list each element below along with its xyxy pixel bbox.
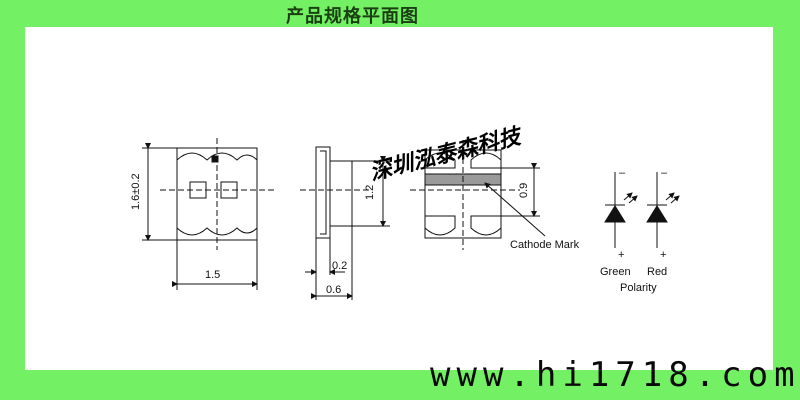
bottom-pad-tr	[470, 152, 502, 169]
green-plus-label: +	[618, 249, 624, 261]
red-diode-triangle	[646, 205, 668, 223]
green-minus-label: –	[619, 167, 626, 179]
bottom-view	[410, 140, 546, 250]
cathode-mark-label: Cathode Mark	[510, 239, 580, 251]
green-diode-triangle	[604, 205, 626, 223]
green-emit-arrow-2	[628, 195, 638, 204]
red-emit-arrow-2	[670, 195, 680, 204]
bottom-pad-tl	[424, 152, 456, 169]
polarity-diagram	[604, 172, 680, 248]
side-body	[329, 160, 353, 227]
front-bottom-pads	[176, 227, 258, 236]
red-plus-label: +	[660, 249, 666, 261]
side-lead-label: 0.2	[332, 260, 347, 272]
side-width-label: 0.6	[326, 284, 341, 296]
polarity-label: Polarity	[620, 282, 657, 294]
url-watermark: www.hi1718.com	[430, 355, 800, 395]
front-top-pads	[176, 152, 258, 161]
front-view	[142, 138, 274, 290]
front-width-label: 1.5	[205, 269, 220, 281]
bottom-height-label: 0.9	[518, 183, 530, 198]
front-height-label: 1.6±0.2	[130, 173, 142, 210]
cathode-leader-line	[484, 182, 546, 237]
red-label: Red	[647, 266, 667, 278]
side-height-label: 1.2	[364, 185, 376, 200]
page-title: 产品规格平面图	[286, 6, 419, 27]
red-emit-arrow-1	[665, 192, 675, 201]
bottom-pad-br	[470, 215, 502, 236]
side-view	[300, 146, 390, 300]
green-label: Green	[600, 266, 631, 278]
front-mark	[211, 155, 219, 163]
red-minus-label: –	[661, 167, 668, 179]
green-emit-arrow-1	[623, 192, 633, 201]
side-lead-inner	[320, 150, 327, 235]
side-lead-frame	[315, 146, 331, 239]
bottom-pad-bl	[424, 215, 456, 236]
